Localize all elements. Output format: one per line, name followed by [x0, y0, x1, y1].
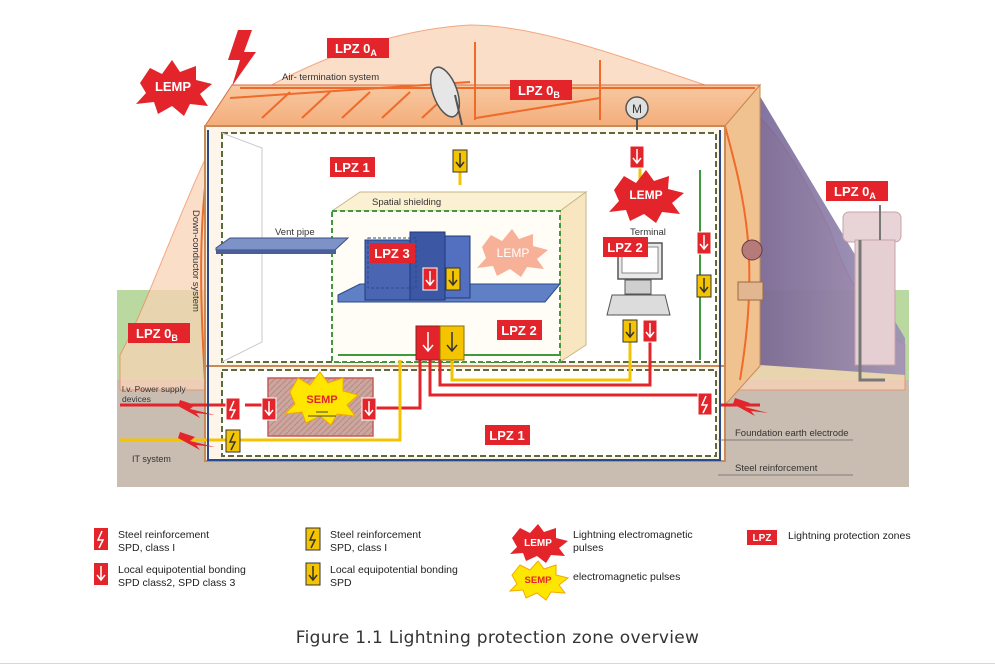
spd-dish-icon: [452, 149, 468, 173]
lpz2-terminal-label: LPZ 2: [603, 237, 648, 257]
svg-text:LPZ 1: LPZ 1: [489, 428, 524, 443]
spd-lemp-side-icon: [261, 397, 277, 421]
legend-semp-icon: SEMP: [508, 560, 570, 601]
lemp-burst-right: LEMP: [609, 170, 684, 223]
figure-caption: Figure 1.1 Lightning protection zone ove…: [295, 628, 700, 648]
equipment-lpz3-box: [367, 237, 417, 289]
lpz2-center-label: LPZ 2: [497, 320, 542, 340]
spd-class1-entry-icon: [225, 397, 241, 421]
legend: Steel reinforcement SPD, class I Local e…: [118, 529, 911, 589]
svg-text:LPZ 0A: LPZ 0A: [335, 41, 377, 58]
steel-reinforcement-label: Steel reinforcement: [735, 463, 818, 474]
svg-text:LPZ 2: LPZ 2: [607, 240, 642, 255]
terminal-label: Terminal: [630, 227, 666, 238]
lemp-burst-inner: LEMP: [477, 229, 548, 277]
air-termination-label: Air- termination system: [282, 72, 379, 83]
svg-text:SEMP: SEMP: [306, 394, 337, 406]
spatial-shielding-label: Spatial shielding: [372, 197, 441, 208]
svg-text:LPZ 1: LPZ 1: [334, 160, 369, 175]
lpz0a-top-label: LPZ 0A: [327, 38, 389, 58]
legend-lpz-icon: LPZ: [747, 530, 777, 545]
svg-text:LPZ 0B: LPZ 0B: [518, 83, 560, 100]
external-pipe: [842, 205, 902, 382]
lpz1-bottom-label: LPZ 1: [485, 425, 530, 445]
spd-equip-yellow-icon: [445, 267, 461, 291]
legend-item3-line1: Steel reinforcement: [330, 529, 422, 541]
svg-text:LEMP: LEMP: [629, 188, 662, 202]
spd-box-yellow-icon: [439, 325, 465, 361]
spd-box-red-icon: [415, 325, 441, 361]
vent-pipe: [215, 237, 350, 251]
legend-item4-line2: SPD: [330, 577, 352, 589]
svg-text:LPZ 0A: LPZ 0A: [834, 184, 876, 201]
entry-lightning-icons: [178, 398, 768, 450]
svg-text:LEMP: LEMP: [497, 246, 530, 260]
spd-wall-yellow-icon: [696, 274, 712, 298]
legend-item5-line1: Lightning electromagnetic: [573, 529, 693, 541]
it-system-label: IT system: [132, 454, 171, 464]
satellite-dish: [429, 66, 463, 126]
blue-earth-lines: [207, 130, 721, 461]
foundation-electrode-label: Foundation earth electrode: [735, 428, 849, 439]
bottom-divider: [0, 663, 995, 664]
legend-spd-class1-yellow-icon: [305, 527, 321, 551]
power-supply-label-2: devices: [122, 394, 151, 404]
power-supply-label-1: l.v. Power supply: [122, 384, 186, 394]
svg-text:LEMP: LEMP: [524, 538, 552, 549]
legend-spd-local-red-icon: [94, 563, 108, 585]
spd-semp-right-icon: [361, 397, 377, 421]
spd-terminal-yellow-icon: [622, 319, 638, 343]
terminal-keyboard: [606, 294, 671, 316]
legend-item6: electromagnetic pulses: [573, 571, 681, 583]
external-junction: [737, 281, 764, 301]
lpz3-label: LPZ 3: [370, 243, 415, 263]
legend-item2-line2: SPD class2, SPD class 3: [118, 577, 236, 589]
lightning-bolt-icon: [228, 30, 256, 86]
legend-item2-line1: Local equipotential bonding: [118, 564, 246, 576]
svg-text:LEMP: LEMP: [155, 79, 191, 94]
air-termination-wires: [200, 42, 755, 381]
lpz0b-left-label: LPZ 0B: [128, 323, 190, 343]
spd-motor-icon: [629, 145, 645, 169]
lpz0a-right-label: LPZ 0A: [826, 181, 888, 201]
legend-spd-class1-red-icon: [94, 528, 108, 550]
svg-text:SEMP: SEMP: [525, 575, 553, 586]
legend-item4-line1: Local equipotential bonding: [330, 564, 458, 576]
legend-item1-line2: SPD, class I: [118, 542, 176, 554]
lpz1-top-label: LPZ 1: [330, 157, 375, 177]
semp-burst: SEMP: [283, 371, 360, 426]
down-conductor-label: Down-conductor system: [190, 210, 201, 312]
spd-right-wall-icon: [697, 392, 713, 416]
vent-pipe-label: Vent pipe: [275, 227, 315, 238]
legend-item5-line2: pulses: [573, 542, 604, 554]
svg-text:LPZ 3: LPZ 3: [374, 246, 409, 261]
spd-icons: [225, 145, 713, 453]
spd-wall-red-icon: [696, 231, 712, 255]
legend-item3-line2: SPD, class I: [330, 542, 388, 554]
legend-spd-local-yellow-icon: [305, 562, 321, 586]
svg-text:LPZ 0B: LPZ 0B: [136, 326, 178, 343]
lemp-burst-left: LEMP: [136, 60, 212, 116]
spd-yellow-entry-icon: [225, 429, 241, 453]
svg-text:LPZ: LPZ: [753, 533, 772, 544]
motor-symbol: M: [632, 102, 642, 116]
lpz0b-top-label: LPZ 0B: [510, 80, 572, 100]
legend-lemp-icon: LEMP: [510, 524, 568, 563]
external-connector: [741, 239, 763, 261]
roof-motor: M: [625, 96, 649, 130]
legend-item7: Lightning protection zones: [788, 530, 911, 542]
svg-text:LPZ 2: LPZ 2: [501, 323, 536, 338]
spd-terminal-red-icon: [642, 319, 658, 343]
spd-equip-red-icon: [422, 267, 438, 291]
legend-item1-line1: Steel reinforcement: [118, 529, 210, 541]
